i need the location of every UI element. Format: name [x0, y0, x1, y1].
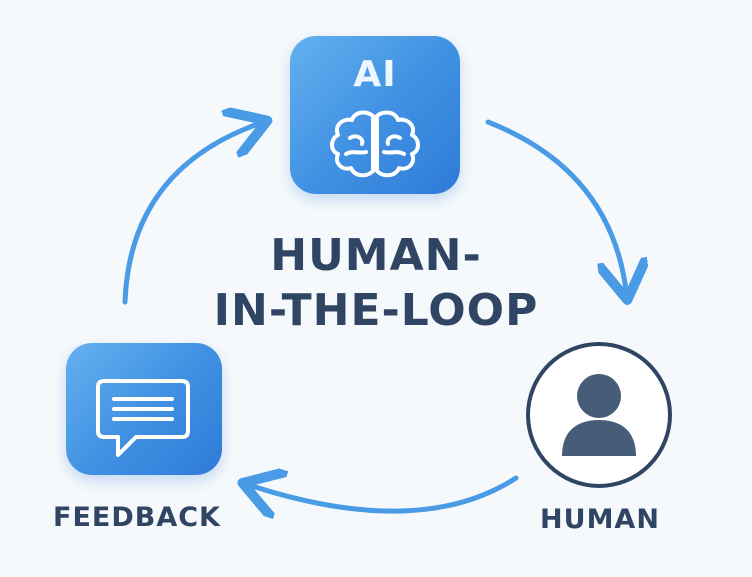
chat-bubble-icon — [96, 379, 190, 457]
feedback-node — [66, 343, 222, 475]
feedback-caption: FEEDBACK — [53, 502, 221, 533]
ai-label: AI — [353, 54, 397, 95]
arrow-ai-to-human — [485, 119, 626, 290]
human-node — [526, 342, 672, 488]
person-icon — [562, 374, 636, 456]
human-caption: HUMAN — [540, 504, 660, 535]
diagram-title: HUMAN- IN-THE-LOOP — [176, 228, 576, 338]
arrow-feedback-to-ai — [122, 124, 258, 305]
title-line-2: IN-THE-LOOP — [213, 285, 539, 336]
ai-node: AI — [290, 36, 460, 194]
arrow-human-to-feedback — [252, 478, 519, 511]
title-line-1: HUMAN- — [270, 230, 482, 281]
brain-icon — [330, 110, 420, 178]
